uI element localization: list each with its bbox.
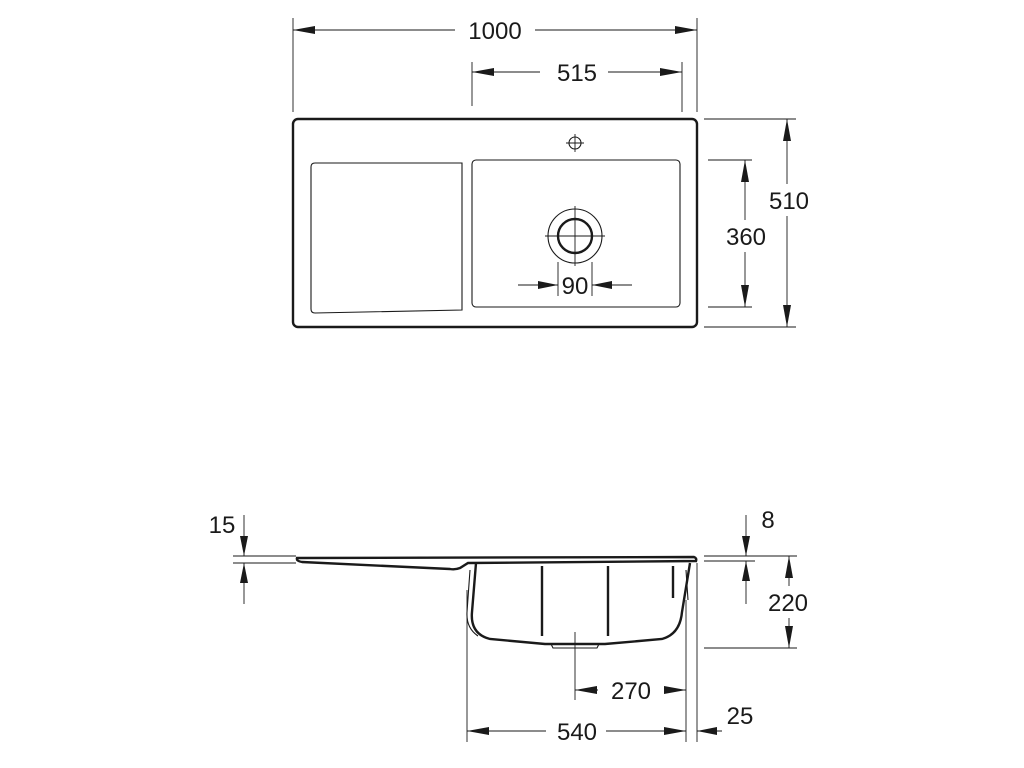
dim-rim-thickness-right: 8 [704, 507, 797, 604]
tap-hole-symbol [566, 134, 584, 152]
bowl-profile [470, 562, 692, 646]
sink-rim-profile [295, 555, 698, 571]
top-view: 1000 515 510 [291, 18, 809, 329]
overall-depth-label: 510 [769, 188, 809, 215]
bowl-outer-width-label: 540 [557, 719, 597, 746]
dim-back-offset: 25 [697, 703, 753, 735]
dim-rim-thickness-left: 15 [209, 512, 296, 604]
bowl-width-label: 515 [557, 60, 597, 87]
bowl-outline [471, 159, 681, 308]
back-offset-label: 25 [727, 703, 754, 730]
overall-width-label: 1000 [468, 18, 521, 45]
drainboard [310, 162, 463, 314]
rim-thickness-left-label: 15 [209, 512, 236, 539]
bowl-depth-label: 360 [726, 224, 766, 251]
dim-overall-depth: 510 [704, 118, 809, 328]
dim-bowl-height: 220 [704, 556, 808, 649]
drain-diameter-label: 90 [562, 273, 589, 300]
dim-bowl-depth: 360 [708, 159, 766, 308]
rim-thickness-right-label: 8 [761, 507, 774, 534]
dim-overall-width: 1000 [292, 18, 698, 112]
drain-offset-label: 270 [611, 678, 651, 705]
sink-outline [291, 117, 699, 329]
drain-symbol [545, 206, 605, 296]
dim-drain-offset: 270 [574, 632, 686, 705]
dim-drain-diameter: 90 [518, 273, 632, 300]
side-view: 15 8 220 270 [209, 507, 808, 746]
dim-bowl-outer-width: 540 [466, 563, 698, 746]
bowl-height-label: 220 [768, 590, 808, 617]
dim-bowl-width: 515 [471, 60, 683, 112]
bowl-inner-profile [466, 569, 689, 637]
